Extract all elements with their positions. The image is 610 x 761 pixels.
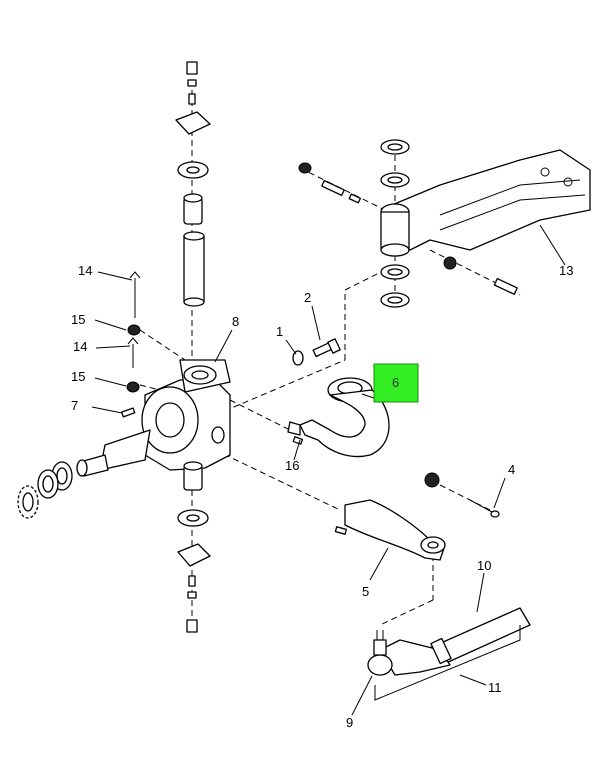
- callout-15-lower[interactable]: 15: [71, 369, 85, 384]
- callout-2[interactable]: 2: [304, 290, 311, 305]
- callout-8[interactable]: 8: [232, 314, 239, 329]
- assembly-lines: [139, 80, 521, 626]
- steering-knuckle: [76, 359, 231, 477]
- steering-arm-6: [287, 377, 390, 458]
- lock-pins-and-nuts: [121, 271, 141, 418]
- callout-13[interactable]: 13: [559, 263, 573, 278]
- bolt-and-washer: [292, 338, 341, 366]
- callout-9[interactable]: 9: [346, 715, 353, 730]
- group-bracket-11: [374, 625, 521, 701]
- highlight-box-6[interactable]: [373, 363, 419, 403]
- spindle-nuts: [17, 461, 73, 519]
- callout-16[interactable]: 16: [285, 458, 299, 473]
- callout-5[interactable]: 5: [362, 584, 369, 599]
- leader-lines: [91, 224, 566, 716]
- callout-7[interactable]: 7: [71, 398, 78, 413]
- callout-15-upper[interactable]: 15: [71, 312, 85, 327]
- callout-14-lower[interactable]: 14: [73, 339, 87, 354]
- callout-14-upper[interactable]: 14: [78, 263, 92, 278]
- axle-beam-13: [298, 139, 591, 308]
- callout-4[interactable]: 4: [508, 462, 515, 477]
- callout-labels: 1 2 4 5 6 7 8 9 10 11 13 14 14 15 15 16: [71, 263, 573, 730]
- upper-kingpin-stack: [175, 61, 211, 307]
- callout-1[interactable]: 1: [276, 324, 283, 339]
- tie-rod-assembly: [367, 607, 531, 676]
- callout-6[interactable]: 6: [392, 375, 399, 390]
- steering-arm-5: [334, 472, 500, 561]
- lower-kingpin-stack: [177, 461, 211, 633]
- callout-10[interactable]: 10: [477, 558, 491, 573]
- callout-11[interactable]: 11: [488, 680, 502, 695]
